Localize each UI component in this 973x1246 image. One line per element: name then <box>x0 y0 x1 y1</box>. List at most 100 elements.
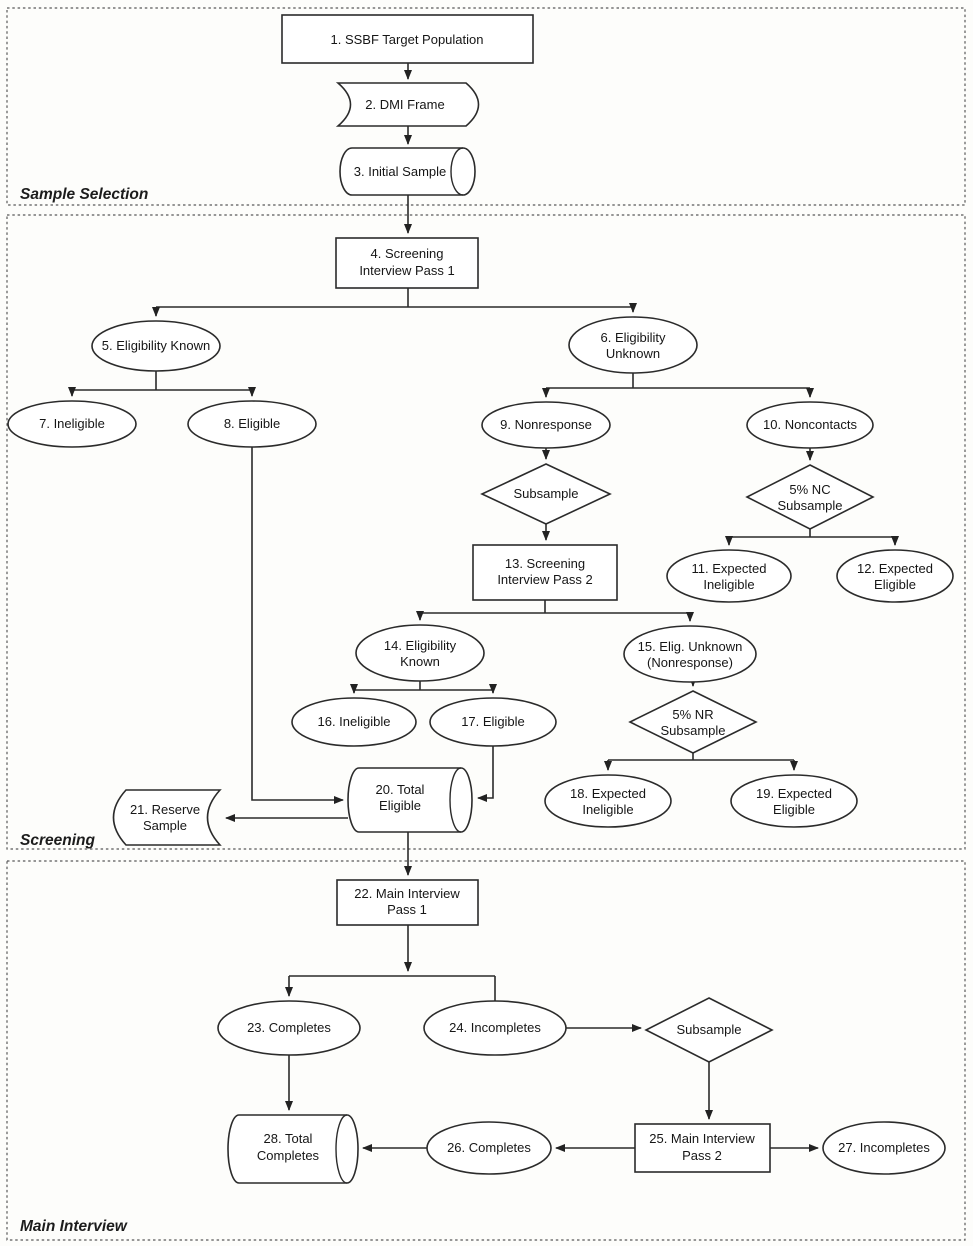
connector-8-20 <box>251 447 344 804</box>
node-16-ineligible: 16. Ineligible <box>291 697 417 747</box>
node-label-line-1: 5% NR <box>672 707 713 722</box>
node-13-screening-interview-pass-2: 13. Screening Interview Pass 2 <box>472 544 618 601</box>
node-label: 23. Completes <box>247 1020 331 1035</box>
section-sample-selection: Sample Selection <box>6 7 966 206</box>
node-label: 1. SSBF Target Population <box>331 32 484 47</box>
node-label: 17. Eligible <box>461 714 525 729</box>
node-label: Subsample <box>513 486 578 501</box>
oval-shape <box>544 774 672 828</box>
node-label-line-2: Ineligible <box>703 577 754 592</box>
node-label: 27. Incompletes <box>838 1140 930 1155</box>
connector-ncsubsample-split <box>729 529 895 538</box>
oval-shape <box>423 1000 567 1056</box>
node-label-line-2: Pass 1 <box>387 902 427 917</box>
section-title: Sample Selection <box>20 186 148 203</box>
section-border <box>6 214 966 850</box>
decision-shape <box>644 997 774 1063</box>
node-label-line-2: Eligible <box>773 802 815 817</box>
node-1-ssbf-target-population: 1. SSBF Target Population <box>281 14 534 64</box>
oval-shape <box>7 400 137 448</box>
connector-17-20 <box>477 746 494 802</box>
section-border <box>6 7 966 206</box>
process-shape <box>335 237 479 289</box>
cylinder-rim <box>449 767 462 833</box>
node-label: 9. Nonresponse <box>500 417 592 432</box>
node-9-nonresponse: 9. Nonresponse <box>481 401 611 449</box>
node-label-line-2: Subsample <box>777 498 842 513</box>
node-label-line-1: 20. Total <box>376 782 425 797</box>
decision-shape <box>628 690 758 754</box>
connector-13-split <box>420 600 690 614</box>
node-label-line-2: Subsample <box>660 723 725 738</box>
node-label-line-2: (Nonresponse) <box>647 655 733 670</box>
node-label-line-1: 15. Elig. Unknown <box>638 639 743 654</box>
node-label-line-1: 21. Reserve <box>130 802 200 817</box>
oval-shape <box>746 401 874 449</box>
stored-data-shape <box>112 789 222 846</box>
node-label-line-1: 14. Eligibility <box>384 638 457 653</box>
node-label-line-2: Completes <box>257 1148 320 1163</box>
node-label-line-1: 6. Eligibility <box>600 330 666 345</box>
oval-shape <box>481 401 611 449</box>
oval-shape <box>429 697 557 747</box>
node-label: 8. Eligible <box>224 416 280 431</box>
node-20-total-eligible: 20. Total Eligible <box>347 767 473 833</box>
node-10-noncontacts: 10. Noncontacts <box>746 401 874 449</box>
node-5-eligibility-known: 5. Eligibility Known <box>91 320 221 372</box>
node-25-main-interview-pass-2: 25. Main Interview Pass 2 <box>634 1123 771 1173</box>
node-8-eligible: 8. Eligible <box>187 400 317 448</box>
oval-shape <box>187 400 317 448</box>
node-label: 5. Eligibility Known <box>102 338 210 353</box>
connector-nrsubsample-split <box>608 753 794 761</box>
oval-shape <box>836 549 954 603</box>
node-14-eligibility-known: 14. Eligibility Known <box>355 624 485 682</box>
node-11-expected-ineligible: 11. Expected Ineligible <box>666 549 792 603</box>
node-label: 7. Ineligible <box>39 416 105 431</box>
node-label-line-2: Sample <box>143 818 187 833</box>
oval-shape <box>568 316 698 374</box>
section-border <box>6 860 966 1241</box>
process-shape <box>336 879 479 926</box>
oval-shape <box>217 1000 361 1056</box>
node-28-total-completes: 28. Total Completes <box>227 1114 359 1184</box>
process-shape <box>472 544 618 601</box>
section-main-interview: Main Interview <box>6 860 966 1241</box>
node-label: 24. Incompletes <box>449 1020 541 1035</box>
node-label-line-1: 4. Screening <box>371 246 444 261</box>
cylinder-rim <box>450 147 464 196</box>
oval-shape <box>91 320 221 372</box>
section-screening: Screening <box>6 214 966 850</box>
section-title: Main Interview <box>20 1218 128 1235</box>
decision-5pct-nr-subsample: 5% NR Subsample <box>628 690 758 754</box>
section-title: Screening <box>20 832 95 849</box>
node-24-incompletes: 24. Incompletes <box>423 1000 567 1056</box>
oval-shape <box>291 697 417 747</box>
process-shape <box>281 14 534 64</box>
node-label: 26. Completes <box>447 1140 531 1155</box>
node-label-line-2: Interview Pass 2 <box>497 572 592 587</box>
oval-shape <box>730 774 858 828</box>
connector-6-split <box>546 373 810 389</box>
node-label-line-1: 18. Expected <box>570 786 646 801</box>
oval-shape <box>822 1121 946 1175</box>
node-6-eligibility-unknown: 6. Eligibility Unknown <box>568 316 698 374</box>
node-label-line-2: Eligible <box>874 577 916 592</box>
node-7-ineligible: 7. Ineligible <box>7 400 137 448</box>
node-label-line-1: 25. Main Interview <box>649 1131 755 1146</box>
connectors <box>68 63 899 1152</box>
node-19-expected-eligible: 19. Expected Eligible <box>730 774 858 828</box>
node-2-dmi-frame: 2. DMI Frame <box>335 82 480 127</box>
node-17-eligible: 17. Eligible <box>429 697 557 747</box>
node-label: 10. Noncontacts <box>763 417 857 432</box>
connector-5-split <box>72 371 252 391</box>
node-18-expected-ineligible: 18. Expected Ineligible <box>544 774 672 828</box>
decision-subsample-nonresponse: Subsample <box>480 463 612 525</box>
decision-5pct-nc-subsample: 5% NC Subsample <box>745 464 875 530</box>
stored-data-shape <box>335 82 480 127</box>
node-label-line-2: Unknown <box>606 346 660 361</box>
node-label: 16. Ineligible <box>318 714 391 729</box>
node-12-expected-eligible: 12. Expected Eligible <box>836 549 954 603</box>
node-label-line-1: 22. Main Interview <box>354 886 460 901</box>
